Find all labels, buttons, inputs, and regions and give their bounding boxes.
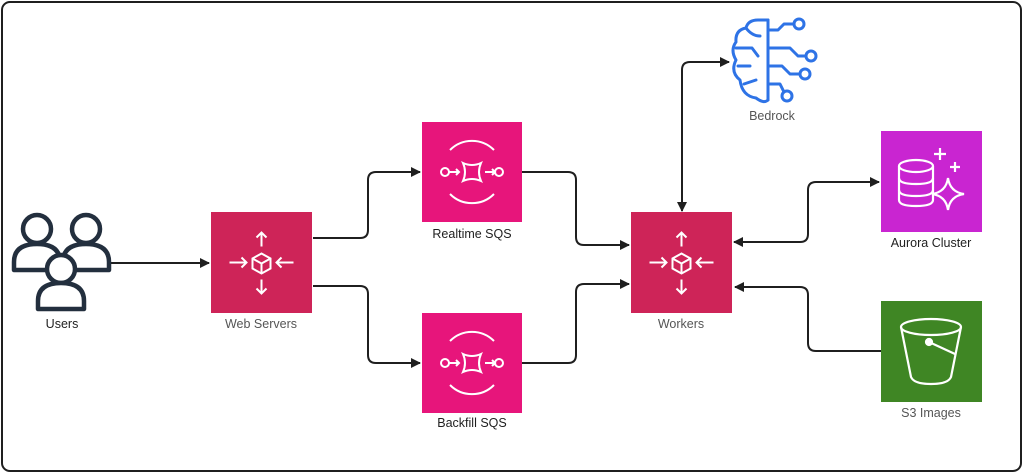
users-label: Users [45,317,79,331]
edge-realtime-workers [522,171,630,250]
edge-workers-aurora [733,177,880,247]
workers-label: Workers [657,317,705,331]
edge-web-realtime [313,167,421,239]
web-servers-icon [211,212,312,313]
edge-backfill-workers [522,279,630,364]
edge-s3-workers [734,282,881,352]
bedrock-label: Bedrock [749,109,795,123]
s3-images-label: S3 Images [901,406,961,420]
aurora-cluster-icon [881,131,982,232]
edge-web-backfill [313,285,421,368]
edge-workers-bedrock [677,57,730,212]
realtime-sqs-label: Realtime SQS [432,227,512,241]
s3-images-icon [881,301,982,402]
backfill-sqs-icon [422,313,522,413]
workers-icon [631,212,732,313]
aurora-cluster-label: Aurora Cluster [890,236,972,250]
backfill-sqs-label: Backfill SQS [437,416,507,430]
users-icon [11,212,112,312]
web-servers-label: Web Servers [224,317,297,331]
realtime-sqs-icon [422,122,522,222]
bedrock-icon [731,17,818,104]
